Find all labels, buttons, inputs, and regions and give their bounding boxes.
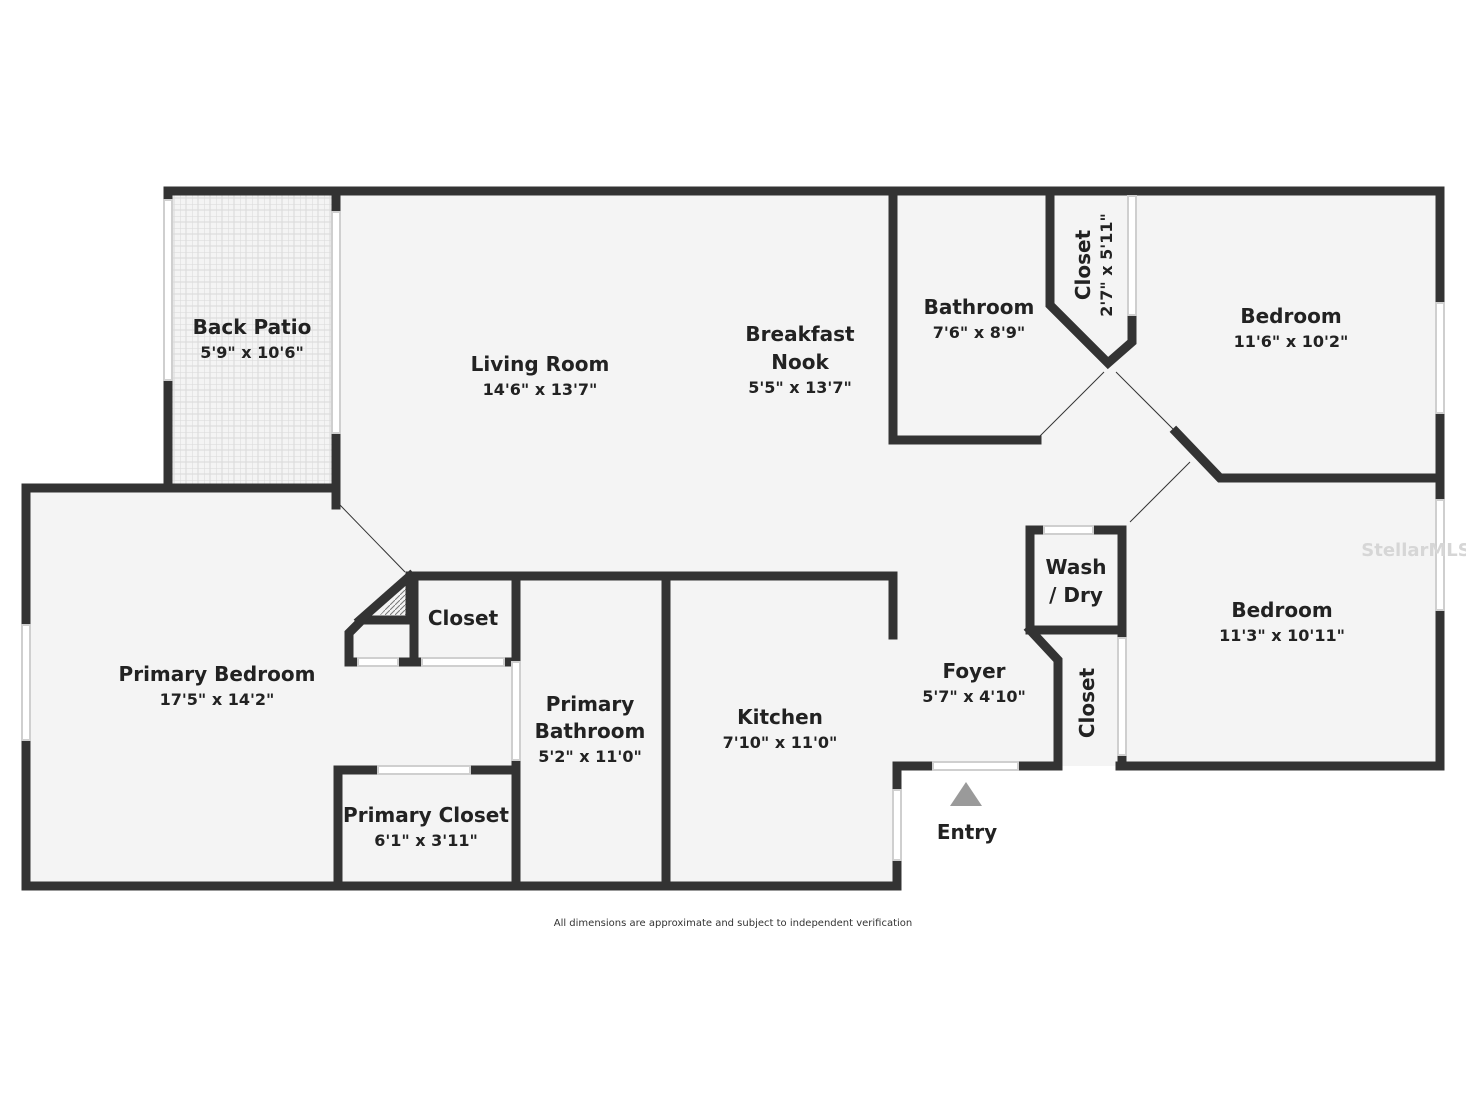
back-patio-dim: 5'9" x 10'6" (200, 343, 304, 362)
bathroom-name: Bathroom (924, 295, 1035, 319)
wash-dry-name-2: / Dry (1049, 583, 1103, 607)
primary-closet-name: Primary Closet (343, 803, 509, 827)
primary-closet-dim: 6'1" x 3'11" (374, 831, 478, 850)
stair-hatch (380, 580, 410, 615)
primary-bedroom-name: Primary Bedroom (119, 662, 316, 686)
wash-dry-name-1: Wash (1046, 555, 1107, 579)
kitchen-name: Kitchen (737, 705, 823, 729)
closet-top-name: Closet (1071, 229, 1095, 300)
primary-bedroom-dim: 17'5" x 14'2" (160, 690, 275, 709)
entry-arrow-icon (950, 782, 982, 806)
breakfast-nook-name-1: Breakfast (745, 322, 855, 346)
disclaimer: All dimensions are approximate and subje… (554, 918, 913, 929)
interior-walls (331, 186, 1445, 891)
kitchen-dim: 7'10" x 11'0" (723, 733, 838, 752)
bedroom-top-name: Bedroom (1240, 304, 1341, 328)
doors (339, 195, 1191, 775)
closet-primary-name: Closet (428, 606, 499, 630)
back-patio-name: Back Patio (193, 315, 312, 339)
foyer-dim: 5'7" x 4'10" (922, 687, 1026, 706)
living-room-dim: 14'6" x 13'7" (483, 380, 598, 399)
closet-top-dim: 2'7" x 5'11" (1097, 213, 1116, 317)
closet-foyer-name: Closet (1075, 667, 1099, 738)
bedroom-top-dim: 11'6" x 10'2" (1234, 332, 1349, 351)
foyer-name: Foyer (942, 659, 1005, 683)
bedroom-bottom-dim: 11'3" x 10'11" (1219, 626, 1345, 645)
primary-bathroom-dim: 5'2" x 11'0" (538, 747, 642, 766)
bathroom-dim: 7'6" x 8'9" (933, 323, 1025, 342)
primary-bathroom-name-2: Bathroom (535, 719, 646, 743)
living-room-name: Living Room (471, 352, 610, 376)
entry-label: Entry (937, 820, 997, 844)
primary-bathroom-name-1: Primary (546, 692, 635, 716)
windows (21, 199, 1445, 861)
bedroom-bottom-name: Bedroom (1231, 598, 1332, 622)
breakfast-nook-name-2: Nook (771, 350, 829, 374)
breakfast-nook-dim: 5'5" x 13'7" (748, 378, 852, 397)
floor-area (26, 191, 1440, 886)
watermark: StellarMLS (1361, 540, 1466, 561)
patio-floor (168, 191, 336, 488)
room-labels: Back Patio 5'9" x 10'6" Living Room 14'6… (119, 213, 1349, 850)
